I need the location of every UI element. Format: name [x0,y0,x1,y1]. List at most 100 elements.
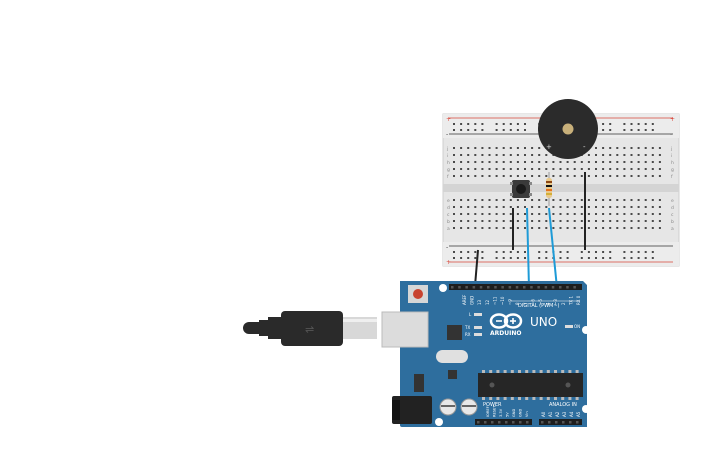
pushbutton-cap[interactable] [516,184,526,194]
breadboard-hole[interactable] [651,168,654,170]
breadboard-hole[interactable] [623,257,626,259]
breadboard-hole[interactable] [453,251,455,253]
breadboard-hole[interactable] [509,175,512,177]
breadboard-hole[interactable] [630,206,633,208]
breadboard-hole[interactable] [552,206,555,208]
breadboard-hole[interactable] [453,213,455,215]
breadboard-hole[interactable] [502,257,505,259]
breadboard-hole[interactable] [602,147,605,149]
breadboard-hole[interactable] [474,123,477,125]
breadboard-hole[interactable] [630,220,633,222]
breadboard-hole[interactable] [651,154,654,156]
signal-wire-button[interactable] [526,207,530,289]
breadboard-hole[interactable] [516,199,519,201]
breadboard-hole[interactable] [595,175,597,177]
breadboard-hole[interactable] [573,206,576,208]
breadboard-hole[interactable] [637,168,640,170]
breadboard-hole[interactable] [467,123,470,125]
breadboard-hole[interactable] [460,206,463,208]
breadboard-hole[interactable] [651,227,654,229]
breadboard-hole[interactable] [467,206,470,208]
breadboard-hole[interactable] [595,251,597,253]
breadboard-hole[interactable] [460,257,463,259]
breadboard-hole[interactable] [509,220,512,222]
breadboard-hole[interactable] [559,257,562,259]
breadboard-hole[interactable] [566,168,569,170]
breadboard-hole[interactable] [453,161,455,163]
header-pin[interactable] [501,286,504,289]
resistor[interactable] [546,172,552,206]
breadboard-hole[interactable] [453,220,455,222]
breadboard-hole[interactable] [637,220,640,222]
header-pin[interactable] [548,421,551,424]
digital-header-holes[interactable] [451,286,576,289]
breadboard-hole[interactable] [524,168,526,170]
breadboard-hole[interactable] [630,168,633,170]
breadboard-hole[interactable] [573,199,576,201]
breadboard-hole[interactable] [637,206,640,208]
breadboard-hole[interactable] [509,199,512,201]
breadboard-hole[interactable] [481,129,484,131]
breadboard-hole[interactable] [651,199,654,201]
breadboard-hole[interactable] [488,220,491,222]
header-pin[interactable] [484,421,487,424]
breadboard-hole[interactable] [516,168,519,170]
breadboard-hole[interactable] [481,147,484,149]
breadboard-hole[interactable] [481,257,484,259]
breadboard-hole[interactable] [474,168,477,170]
breadboard-hole[interactable] [467,199,470,201]
breadboard-hole[interactable] [651,220,654,222]
breadboard-hole[interactable] [453,227,455,229]
breadboard-hole[interactable] [566,213,569,215]
breadboard-hole[interactable] [602,227,605,229]
breadboard-hole[interactable] [595,161,597,163]
breadboard-hole[interactable] [595,227,597,229]
breadboard-hole[interactable] [573,168,576,170]
breadboard-hole[interactable] [502,251,505,253]
breadboard-hole[interactable] [609,168,612,170]
header-pin[interactable] [491,421,494,424]
breadboard-hole[interactable] [566,175,569,177]
breadboard-hole[interactable] [559,175,562,177]
breadboard-hole[interactable] [595,147,597,149]
breadboard-hole[interactable] [502,123,505,125]
breadboard-hole[interactable] [538,161,541,163]
breadboard-hole[interactable] [602,220,605,222]
header-pin[interactable] [559,286,562,289]
breadboard-hole[interactable] [609,175,612,177]
breadboard-hole[interactable] [460,220,463,222]
breadboard-hole[interactable] [481,251,484,253]
breadboard-hole[interactable] [531,199,534,201]
breadboard-hole[interactable] [587,213,590,215]
breadboard-hole[interactable] [644,220,647,222]
breadboard-hole[interactable] [609,154,612,156]
breadboard-hole[interactable] [637,213,640,215]
breadboard-hole[interactable] [616,213,619,215]
breadboard-hole[interactable] [644,175,647,177]
breadboard-hole[interactable] [453,123,455,125]
breadboard-hole[interactable] [566,199,569,201]
breadboard-hole[interactable] [516,251,519,253]
breadboard-hole[interactable] [531,147,534,149]
breadboard-hole[interactable] [524,123,526,125]
breadboard-hole[interactable] [474,199,477,201]
breadboard-hole[interactable] [474,129,477,131]
breadboard-hole[interactable] [495,123,498,125]
breadboard-hole[interactable] [495,175,498,177]
breadboard-hole[interactable] [460,227,463,229]
breadboard-hole[interactable] [460,147,463,149]
breadboard-hole[interactable] [658,161,661,163]
breadboard-hole[interactable] [524,206,526,208]
header-pin[interactable] [494,286,497,289]
breadboard-hole[interactable] [609,123,612,125]
breadboard-hole[interactable] [630,257,633,259]
breadboard-hole[interactable] [658,168,661,170]
breadboard-hole[interactable] [488,199,491,201]
breadboard-hole[interactable] [559,199,562,201]
breadboard-hole[interactable] [566,257,569,259]
breadboard-hole[interactable] [602,206,605,208]
breadboard-hole[interactable] [623,147,626,149]
breadboard-hole[interactable] [545,199,548,201]
